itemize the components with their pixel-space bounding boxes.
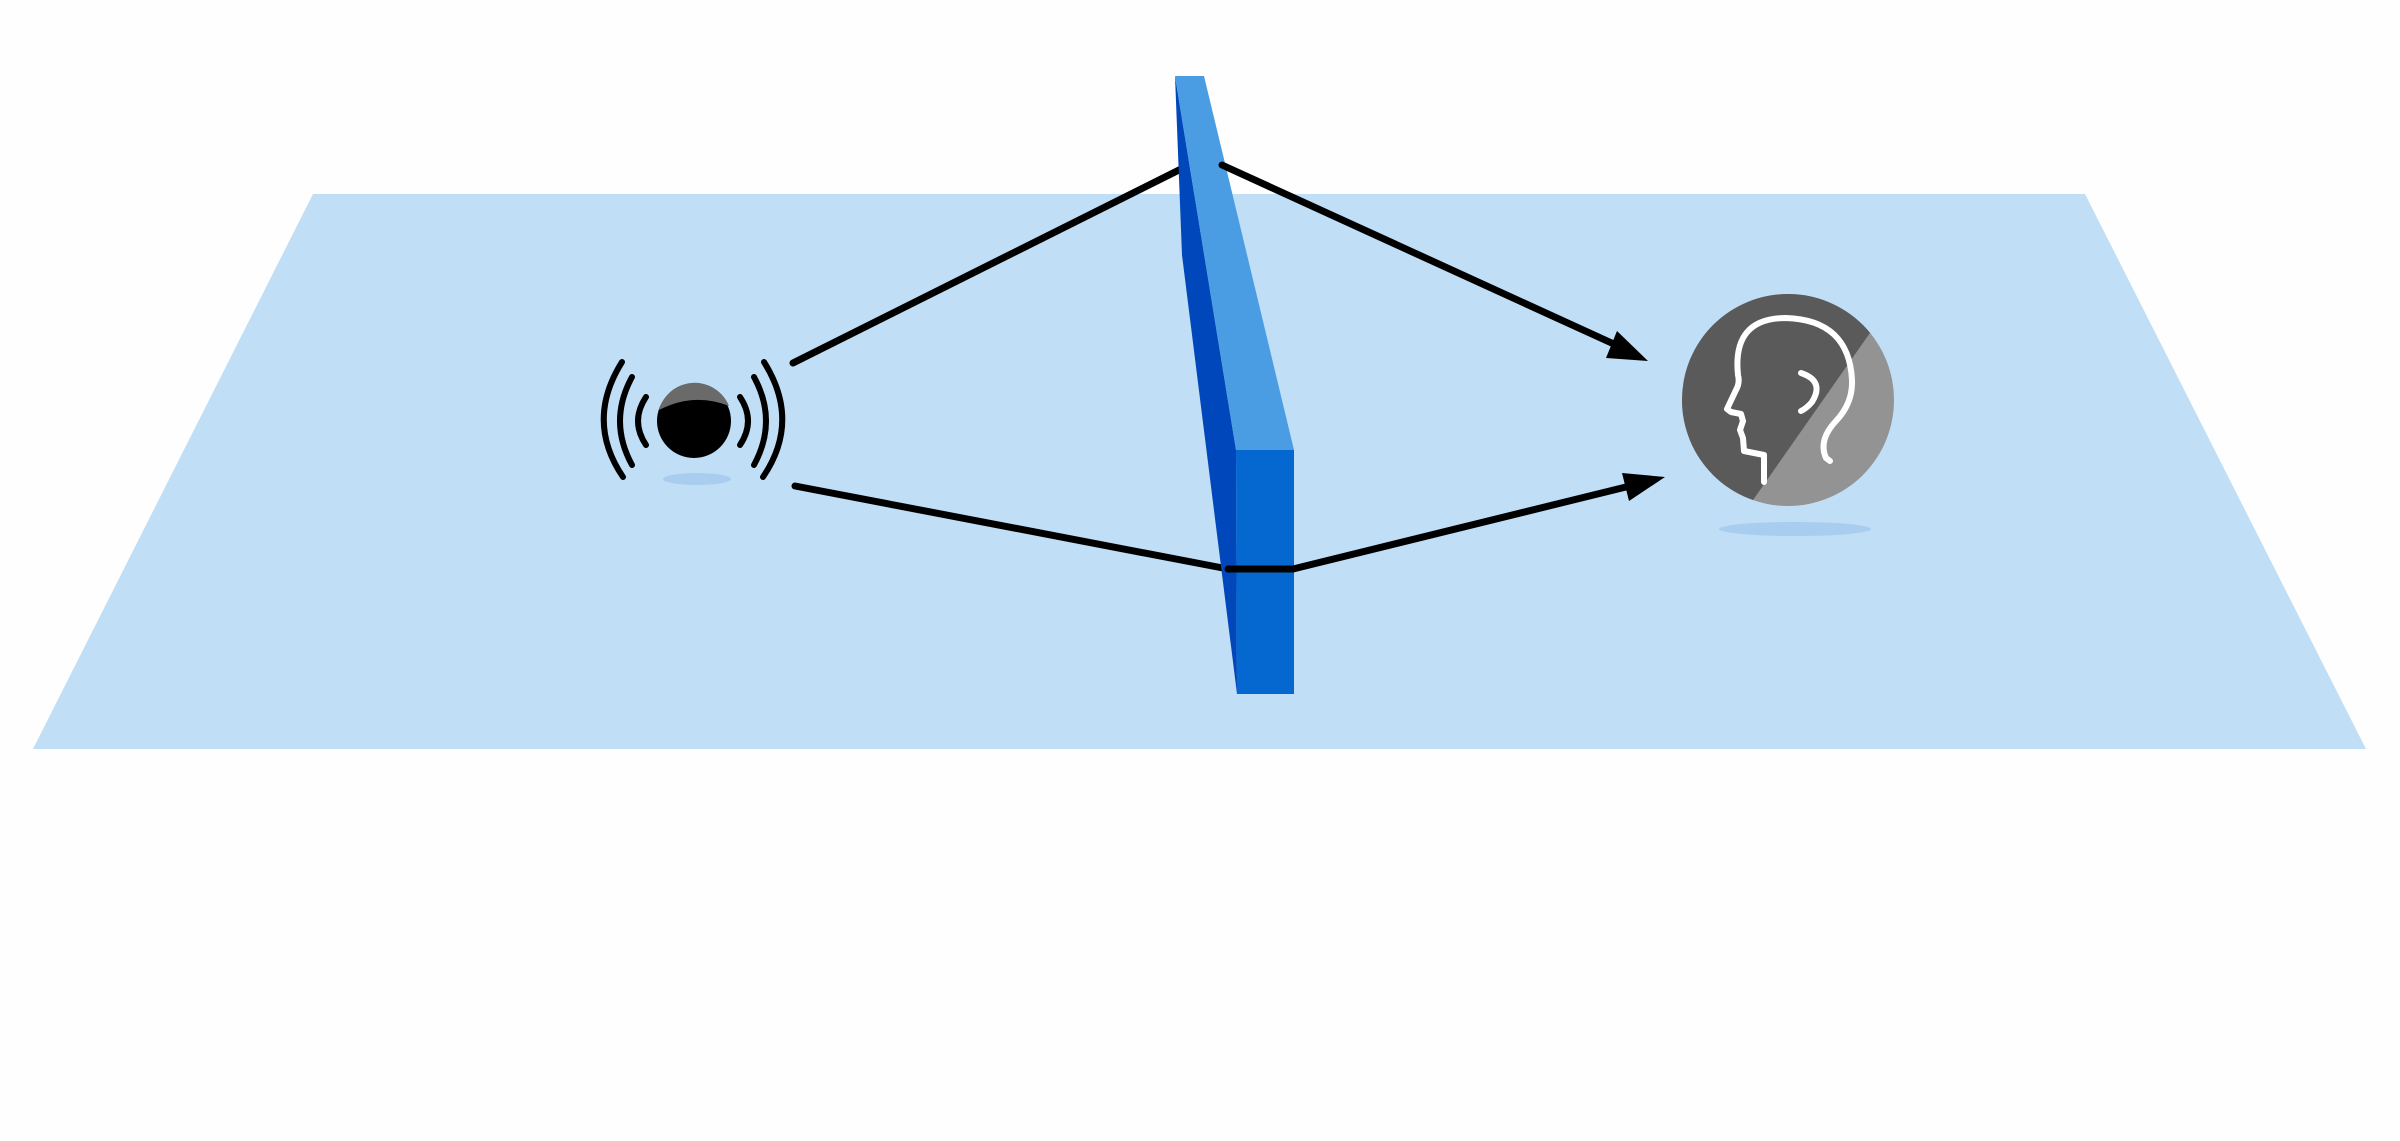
listener-shadow — [1719, 522, 1871, 536]
path-over-barrier-arrowhead — [1606, 331, 1648, 361]
sound-source-shadow — [663, 473, 731, 485]
path-through-barrier-arrowhead — [1622, 473, 1665, 501]
listener — [1682, 294, 1894, 536]
path-over-barrier-outgoing — [1218, 161, 1620, 349]
path-through-barrier-incoming — [791, 482, 1232, 573]
barrier-side-face — [1175, 76, 1237, 694]
barrier-top-face — [1175, 76, 1294, 450]
sound-waves-right — [737, 359, 786, 480]
sound-source-highlight — [659, 382, 729, 410]
path-through-barrier-outgoing — [1289, 482, 1634, 573]
listener-head-icon — [1724, 315, 1856, 485]
sound-waves-left — [600, 359, 649, 480]
sound-source — [600, 359, 786, 485]
path-over-barrier-incoming — [789, 163, 1189, 367]
